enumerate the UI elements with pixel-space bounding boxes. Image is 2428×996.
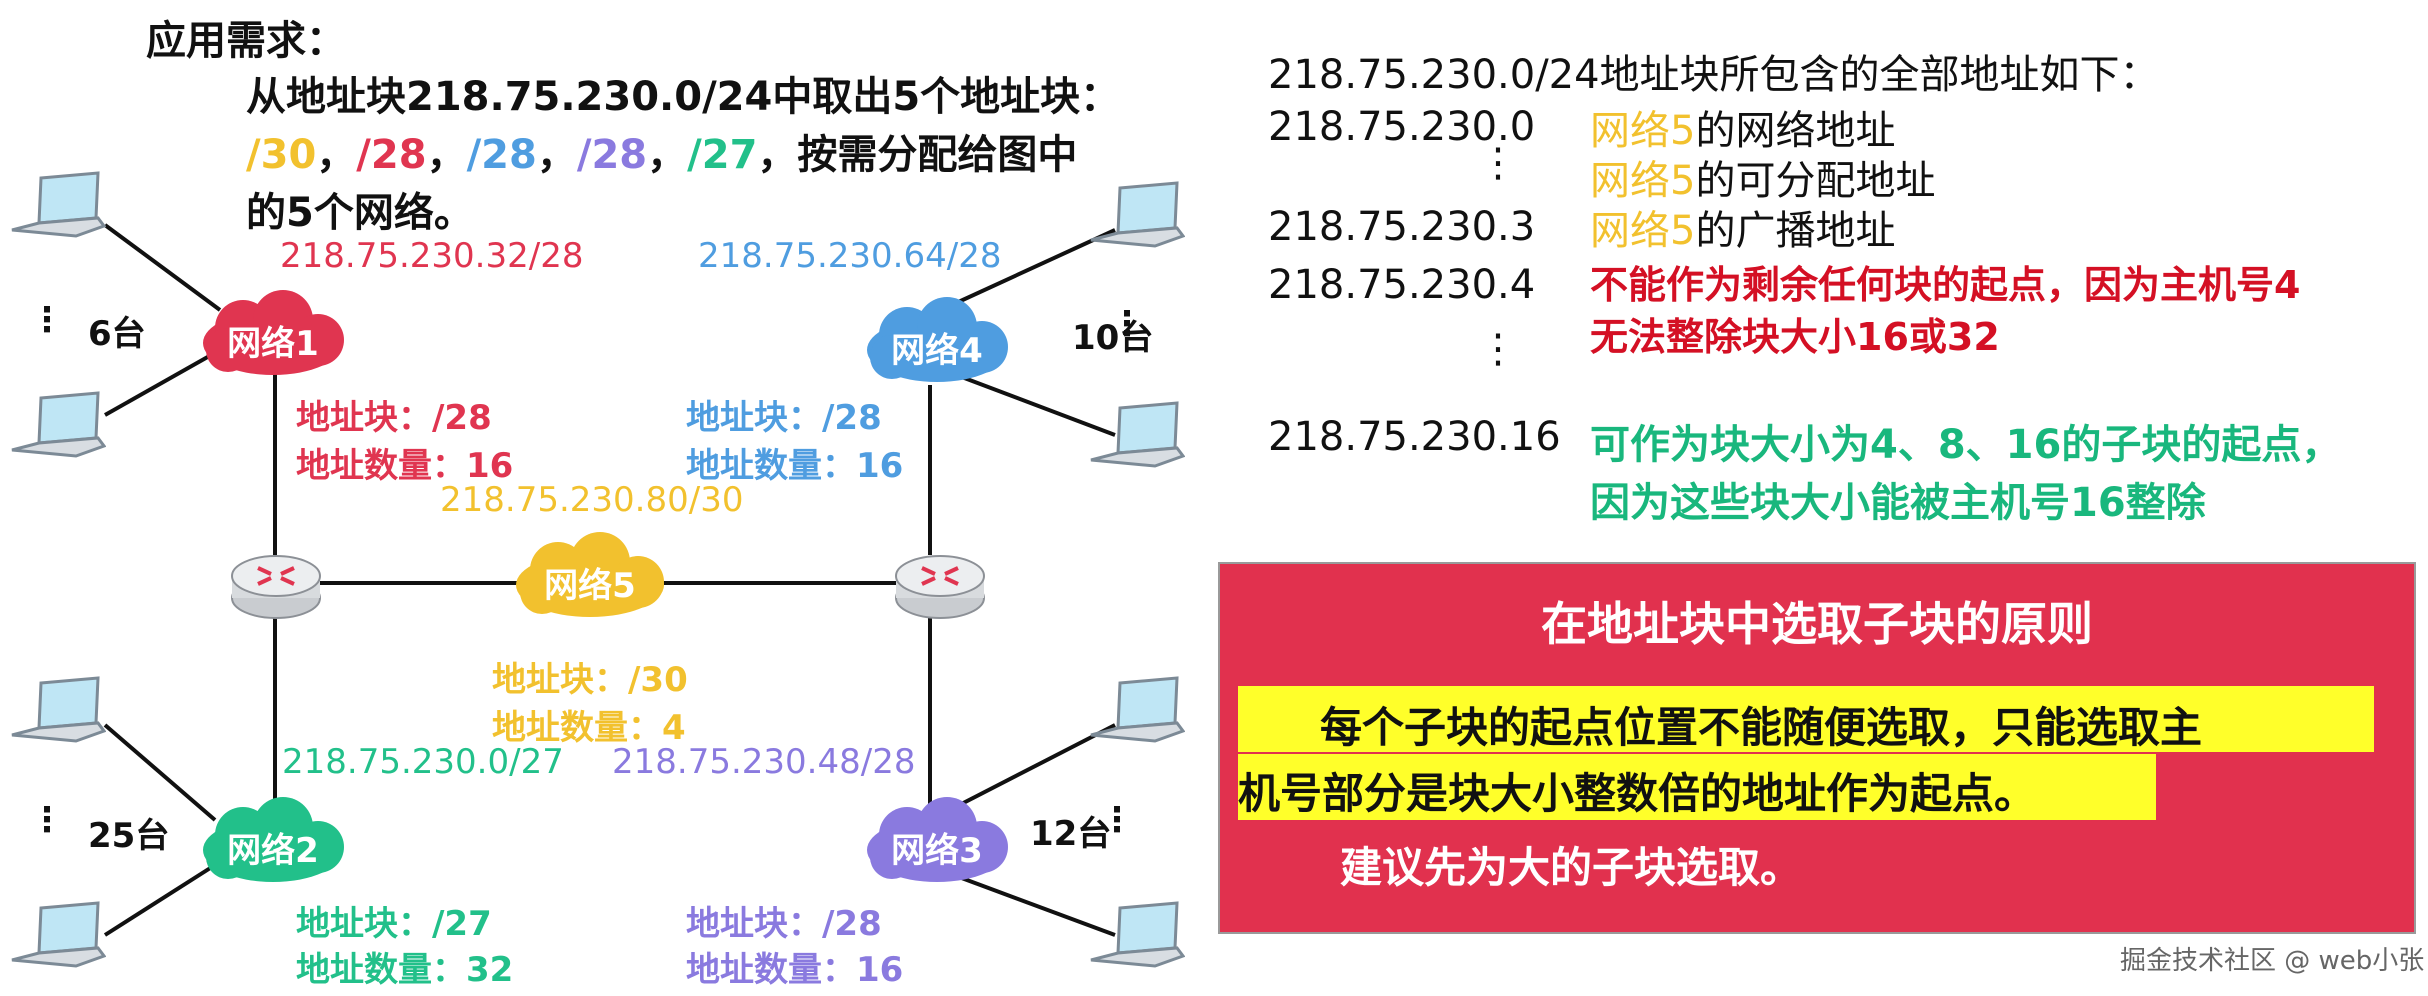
cloud-icon — [867, 297, 1008, 382]
router-icon — [231, 555, 321, 619]
requirement-line2-tail: ，按需分配给图中 — [757, 132, 1078, 178]
requirement-title: 应用需求： — [146, 18, 346, 64]
network5-ref: 网络5 — [1590, 108, 1696, 154]
separator: ， — [316, 132, 357, 178]
address-row-note: 无法整除块大小16或32 — [1590, 315, 2000, 359]
network3-block: 地址块：/28 — [686, 904, 882, 944]
network3-cloud: 网络3 — [852, 795, 1022, 895]
network1-count: 地址数量：16 — [296, 446, 514, 486]
prefix-28-c: /28 — [576, 132, 648, 178]
laptop-icon — [1090, 181, 1185, 248]
highlight-bar — [1238, 754, 2156, 820]
requirement-line1: 从地址块218.75.230.0/24中取出5个地址块： — [246, 74, 1121, 120]
principle-rule-line2: 机号部分是块大小整数倍的地址作为起点。 — [1238, 769, 2037, 818]
principle-box: 在地址块中选取子块的原则 每个子块的起点位置不能随便选取，只能选取主 机号部分是… — [1218, 562, 2416, 934]
network2-cidr: 218.75.230.0/27 — [282, 742, 564, 782]
network1-name: 网络1 — [227, 324, 319, 364]
principle-title: 在地址块中选取子块的原则 — [1541, 597, 2093, 651]
address-row-addr: 218.75.230.16 — [1268, 414, 1561, 460]
laptop-icon — [11, 391, 106, 458]
dots: ⋮ — [30, 800, 64, 840]
address-row-note: 因为这些块大小能被主机号16整除 — [1590, 480, 2206, 526]
separator: ， — [426, 132, 467, 178]
network2-cloud: 网络2 — [188, 795, 358, 895]
prefix-28-b: /28 — [466, 132, 537, 178]
laptop-icon — [1090, 901, 1185, 968]
address-row-desc: 网络5的可分配地址 — [1590, 148, 1935, 206]
address-list-heading: 218.75.230.0/24地址块所包含的全部地址如下： — [1268, 52, 2160, 98]
dots: ⋮ — [1110, 304, 1144, 344]
prefix-30: /30 — [246, 132, 317, 178]
network2-hosts: 25台 — [88, 816, 170, 856]
cloud-icon — [867, 797, 1008, 882]
cloud-icon — [203, 797, 344, 882]
network2-block: 地址块：/27 — [296, 904, 492, 944]
laptop-icon — [11, 901, 106, 968]
principle-rule-line1: 每个子块的起点位置不能随便选取，只能选取主 — [1320, 703, 2203, 752]
requirement-line3: 的5个网络。 — [246, 190, 474, 236]
network5-name: 网络5 — [544, 566, 636, 606]
network3-name: 网络3 — [891, 831, 983, 871]
laptop-icon — [1090, 676, 1185, 743]
network4-name: 网络4 — [891, 331, 983, 371]
network1-hosts: 6台 — [88, 314, 146, 354]
network3-cidr: 218.75.230.48/28 — [612, 742, 916, 782]
prefix-28-a: /28 — [356, 132, 427, 178]
network5-ref: 网络5 — [1590, 158, 1696, 204]
network5-cidr: 218.75.230.80/30 — [440, 480, 744, 520]
network5-cloud: 网络5 — [500, 530, 680, 630]
network4-cidr: 218.75.230.64/28 — [698, 236, 1002, 276]
network4-block: 地址块：/28 — [686, 398, 882, 438]
network5-ref: 网络5 — [1590, 208, 1696, 254]
dots: ⋮ — [30, 300, 64, 340]
network5-count: 地址数量：4 — [492, 708, 686, 748]
laptop-icon — [11, 171, 106, 238]
cloud-icon — [203, 290, 344, 375]
network5-block: 地址块：/30 — [492, 660, 688, 700]
dots: ⋮ — [1100, 800, 1134, 840]
network1-block: 地址块：/28 — [296, 398, 492, 438]
laptop-icon — [1090, 401, 1185, 468]
network3-count: 地址数量：16 — [686, 950, 904, 990]
network4-count: 地址数量：16 — [686, 446, 904, 486]
highlight-bar — [1238, 686, 2374, 752]
network1-cidr: 218.75.230.32/28 — [280, 236, 584, 276]
network4-cloud: 网络4 — [852, 295, 1022, 395]
address-row-desc: 网络5的网络地址 — [1590, 98, 1895, 156]
prefix-27: /27 — [687, 132, 758, 178]
router-icon — [895, 555, 985, 619]
principle-advice: 建议先为大的子块选取。 — [1340, 843, 1803, 892]
network2-name: 网络2 — [227, 831, 319, 871]
address-row-addr: 218.75.230.4 — [1268, 262, 1536, 308]
dots: ⋮ — [1478, 326, 1518, 372]
separator: ， — [536, 132, 577, 178]
cloud-icon — [516, 532, 664, 617]
address-row-desc: 网络5的广播地址 — [1590, 198, 1895, 256]
address-row-note: 可作为块大小为4、8、16的子块的起点， — [1590, 422, 2342, 468]
watermark: 掘金技术社区 @ web小张 — [2120, 946, 2425, 976]
dots: ⋮ — [1478, 140, 1518, 186]
address-row-note: 不能作为剩余任何块的起点，因为主机号4 — [1590, 263, 2301, 307]
address-row-addr: 218.75.230.3 — [1268, 204, 1536, 250]
address-row-desc-text: 的可分配地址 — [1695, 158, 1936, 204]
address-row-addr: 218.75.230.0 — [1268, 104, 1536, 150]
network4-hosts: 10台 — [1072, 318, 1154, 358]
separator: ， — [647, 132, 688, 178]
network1-cloud: 网络1 — [188, 288, 358, 388]
network2-count: 地址数量：32 — [296, 950, 514, 990]
requirement-prefix-list: /30，/28，/28，/28，/27，按需分配给图中 — [246, 122, 1077, 180]
address-row-desc-text: 的广播地址 — [1695, 208, 1896, 254]
network3-hosts: 12台 — [1030, 814, 1112, 854]
address-row-desc-text: 的网络地址 — [1695, 108, 1896, 154]
laptop-icon — [11, 676, 106, 743]
